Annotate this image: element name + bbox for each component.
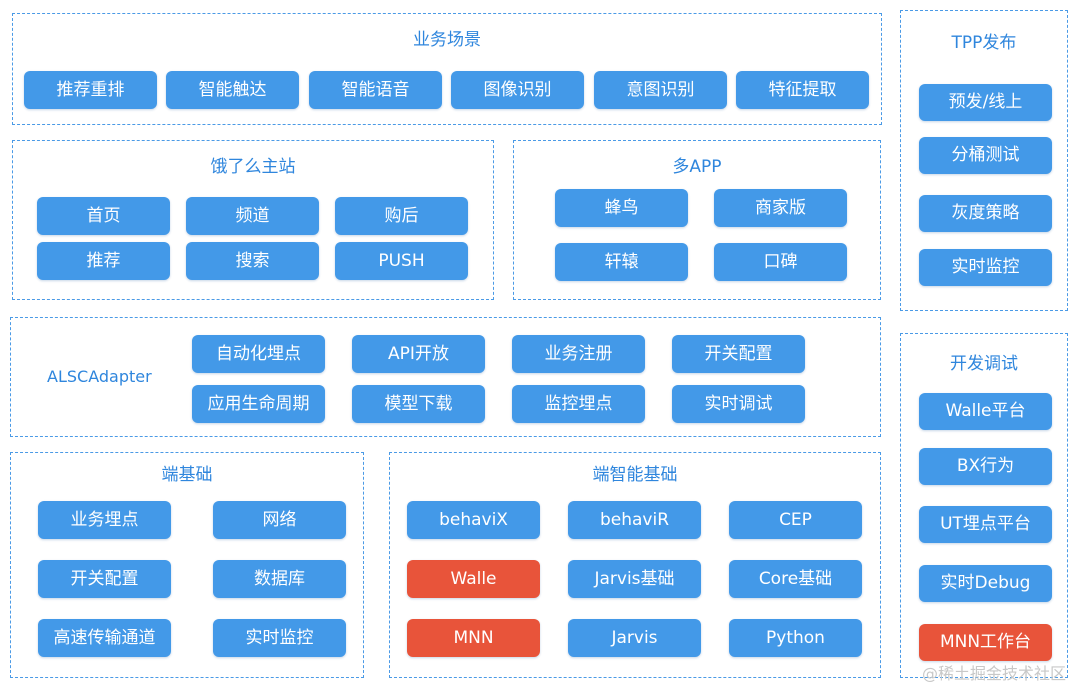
multi-app-title: 多APP bbox=[672, 157, 722, 177]
eleme-item-search[interactable]: 搜索 bbox=[186, 242, 319, 280]
multi-app-item-xuanyuan[interactable]: 轩辕 bbox=[555, 243, 688, 281]
adapter-item-api-open[interactable]: API开放 bbox=[352, 335, 485, 373]
smart-base-panel: 端智能基础 behaviX behaviR CEP Walle Jarvis基础… bbox=[389, 452, 881, 678]
eleme-item-channel[interactable]: 频道 bbox=[186, 197, 319, 235]
client-base-item-business-tracking[interactable]: 业务埋点 bbox=[38, 501, 171, 539]
smart-base-item-python[interactable]: Python bbox=[729, 619, 862, 657]
tpp-release-panel: TPP发布 预发/线上 分桶测试 灰度策略 实时监控 bbox=[900, 10, 1068, 311]
client-base-title: 端基础 bbox=[161, 465, 213, 485]
business-scenario-title: 业务场景 bbox=[413, 30, 481, 50]
multi-app-item-koubei[interactable]: 口碑 bbox=[714, 243, 847, 281]
dev-debug-title: 开发调试 bbox=[950, 354, 1018, 374]
business-item-feature-extraction[interactable]: 特征提取 bbox=[736, 71, 869, 109]
adapter-item-app-lifecycle[interactable]: 应用生命周期 bbox=[192, 385, 325, 423]
client-base-item-network[interactable]: 网络 bbox=[213, 501, 346, 539]
alsc-adapter-panel: ALSCAdapter 自动化埋点 API开放 业务注册 开关配置 应用生命周期… bbox=[10, 317, 881, 437]
dev-item-ut-tracking-platform[interactable]: UT埋点平台 bbox=[919, 506, 1052, 543]
business-item-image-recognition[interactable]: 图像识别 bbox=[451, 71, 584, 109]
smart-base-item-jarvis-base[interactable]: Jarvis基础 bbox=[568, 560, 701, 598]
business-scenario-panel: 业务场景 推荐重排 智能触达 智能语音 图像识别 意图识别 特征提取 bbox=[12, 13, 882, 125]
multi-app-item-fengniao[interactable]: 蜂鸟 bbox=[555, 189, 688, 227]
tpp-item-pre-online[interactable]: 预发/线上 bbox=[919, 84, 1052, 121]
business-item-rerank[interactable]: 推荐重排 bbox=[24, 71, 157, 109]
adapter-item-realtime-debug[interactable]: 实时调试 bbox=[672, 385, 805, 423]
tpp-item-realtime-monitor[interactable]: 实时监控 bbox=[919, 249, 1052, 286]
tpp-release-title: TPP发布 bbox=[951, 33, 1017, 53]
business-item-smart-reach[interactable]: 智能触达 bbox=[166, 71, 299, 109]
adapter-item-monitor-tracking[interactable]: 监控埋点 bbox=[512, 385, 645, 423]
smart-base-item-jarvis[interactable]: Jarvis bbox=[568, 619, 701, 657]
client-base-item-fast-channel[interactable]: 高速传输通道 bbox=[38, 619, 171, 657]
smart-base-item-walle[interactable]: Walle bbox=[407, 560, 540, 598]
smart-base-item-cep[interactable]: CEP bbox=[729, 501, 862, 539]
adapter-item-business-register[interactable]: 业务注册 bbox=[512, 335, 645, 373]
client-base-item-switch-config[interactable]: 开关配置 bbox=[38, 560, 171, 598]
eleme-item-home[interactable]: 首页 bbox=[37, 197, 170, 235]
smart-base-item-behavir[interactable]: behaviR bbox=[568, 501, 701, 539]
client-base-item-realtime-monitor[interactable]: 实时监控 bbox=[213, 619, 346, 657]
eleme-item-push[interactable]: PUSH bbox=[335, 242, 468, 280]
alsc-adapter-title: ALSCAdapter bbox=[47, 367, 152, 386]
eleme-main-panel: 饿了么主站 首页 频道 购后 推荐 搜索 PUSH bbox=[12, 140, 494, 300]
tpp-item-bucket-test[interactable]: 分桶测试 bbox=[919, 137, 1052, 174]
smart-base-item-core-base[interactable]: Core基础 bbox=[729, 560, 862, 598]
dev-item-bx-behavior[interactable]: BX行为 bbox=[919, 448, 1052, 485]
watermark-text: @稀土掘金技术社区 bbox=[921, 664, 1066, 683]
eleme-item-recommend[interactable]: 推荐 bbox=[37, 242, 170, 280]
dev-item-realtime-debug[interactable]: 实时Debug bbox=[919, 565, 1052, 602]
smart-base-item-behavix[interactable]: behaviX bbox=[407, 501, 540, 539]
business-item-intent-recognition[interactable]: 意图识别 bbox=[594, 71, 727, 109]
eleme-item-after-purchase[interactable]: 购后 bbox=[335, 197, 468, 235]
multi-app-panel: 多APP 蜂鸟 商家版 轩辕 口碑 bbox=[513, 140, 881, 300]
dev-item-walle-platform[interactable]: Walle平台 bbox=[919, 393, 1052, 430]
multi-app-item-merchant[interactable]: 商家版 bbox=[714, 189, 847, 227]
business-item-smart-voice[interactable]: 智能语音 bbox=[309, 71, 442, 109]
eleme-main-title: 饿了么主站 bbox=[210, 157, 296, 177]
smart-base-title: 端智能基础 bbox=[592, 465, 678, 485]
dev-debug-panel: 开发调试 Walle平台 BX行为 UT埋点平台 实时Debug MNN工作台 bbox=[900, 333, 1068, 678]
dev-item-mnn-workbench[interactable]: MNN工作台 bbox=[919, 624, 1052, 661]
tpp-item-gray-strategy[interactable]: 灰度策略 bbox=[919, 195, 1052, 232]
client-base-item-database[interactable]: 数据库 bbox=[213, 560, 346, 598]
client-base-panel: 端基础 业务埋点 网络 开关配置 数据库 高速传输通道 实时监控 bbox=[10, 452, 364, 678]
adapter-item-switch-config[interactable]: 开关配置 bbox=[672, 335, 805, 373]
smart-base-item-mnn[interactable]: MNN bbox=[407, 619, 540, 657]
adapter-item-model-download[interactable]: 模型下载 bbox=[352, 385, 485, 423]
adapter-item-auto-tracking[interactable]: 自动化埋点 bbox=[192, 335, 325, 373]
